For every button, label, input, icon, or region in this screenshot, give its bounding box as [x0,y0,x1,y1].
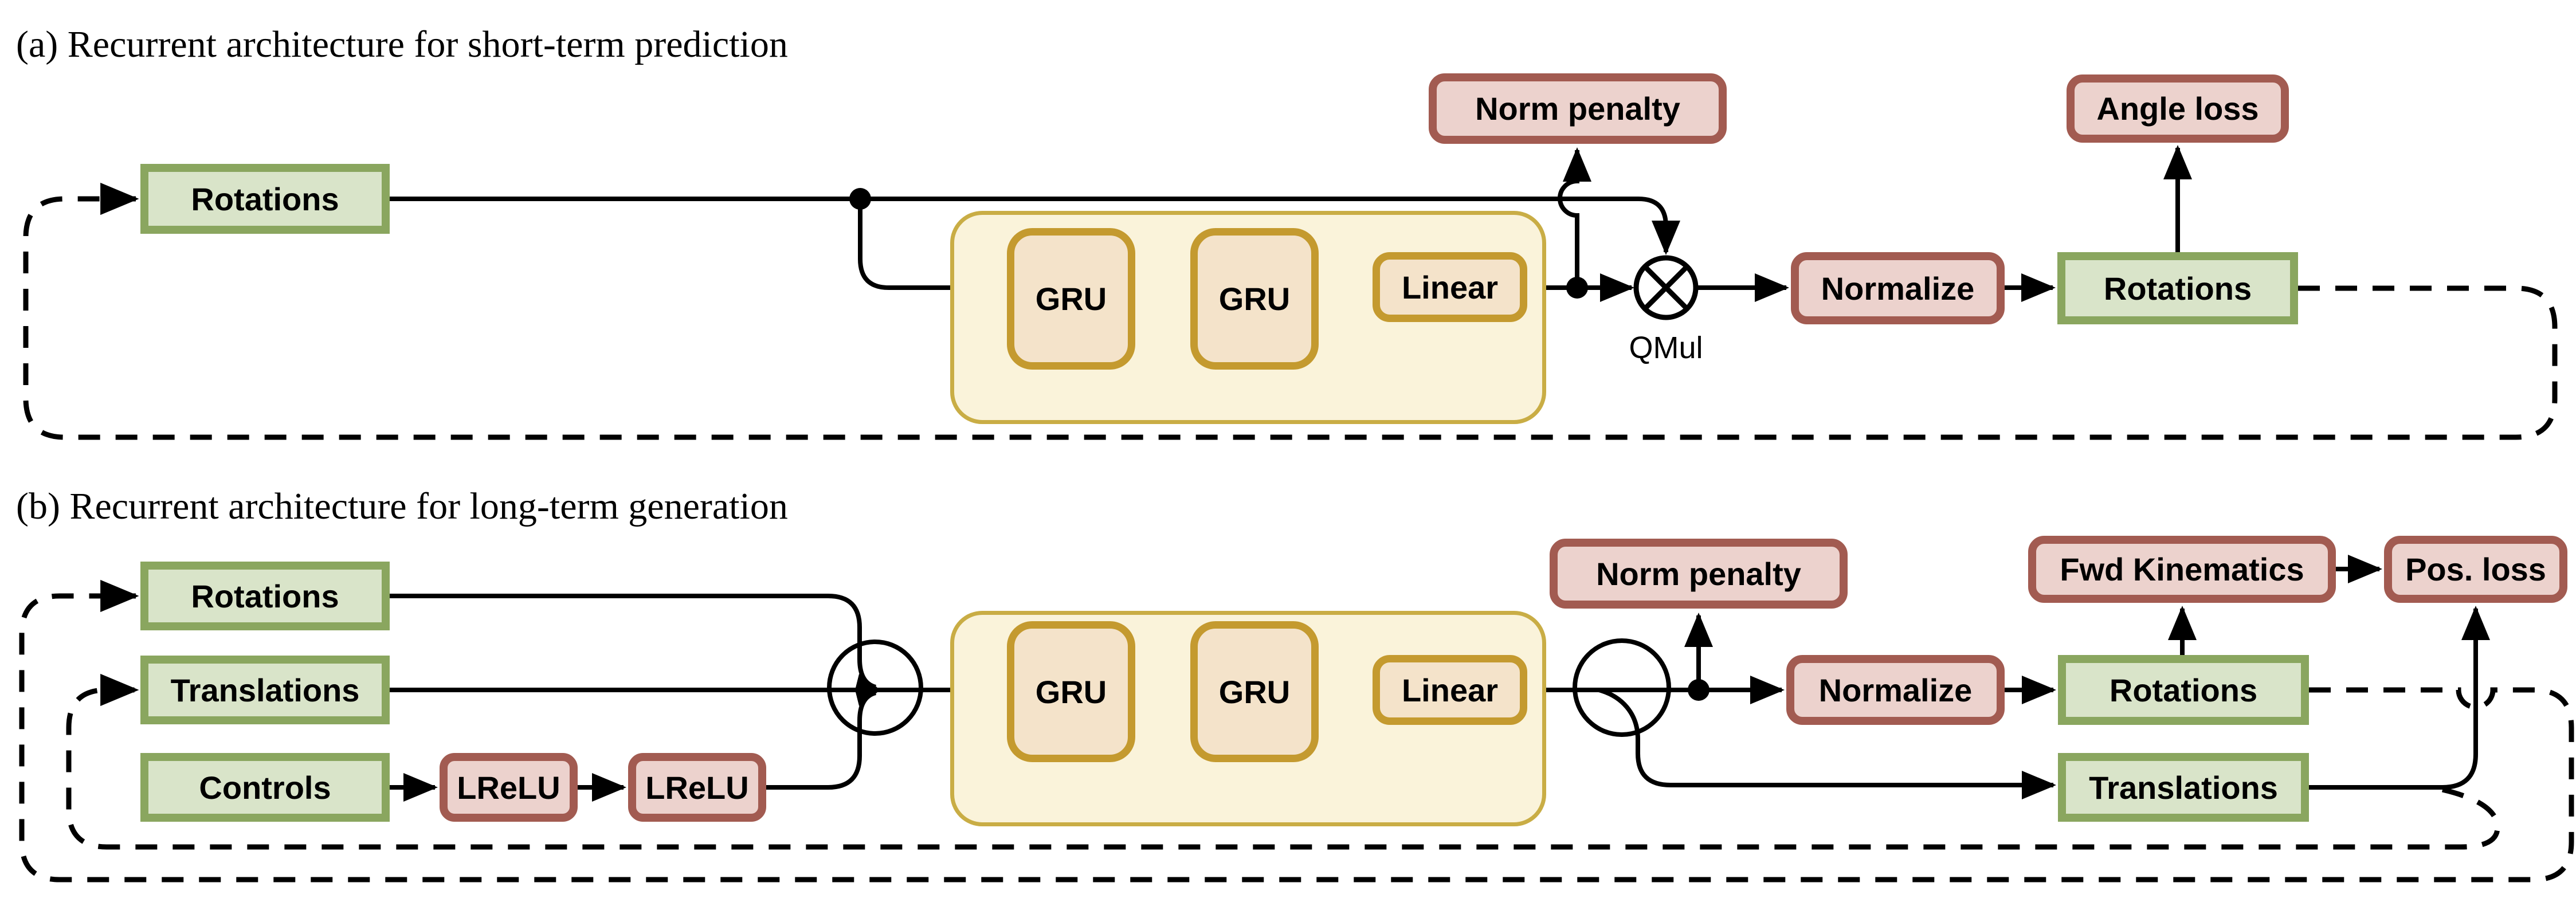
a-angle-loss-box: Angle loss [2067,74,2289,143]
qmul-label: QMul [1629,331,1703,365]
section-a-title: (a) Recurrent architecture for short-ter… [16,23,788,65]
a-linear-box: Linear [1373,252,1527,322]
b-wire-rotations-to-merge [390,594,877,691]
b-gru2-box: GRU [1190,621,1319,762]
a-junction-dot-1 [849,188,871,210]
b-rotations-input-box: Rotations [140,562,390,630]
b-translations-feedback-dashed [66,673,2500,850]
b-wire-split-to-translations [1598,688,2056,799]
a-wire-to-norm-penalty [1558,147,1591,288]
section-b-title: (b) Recurrent architecture for long-term… [16,485,788,527]
a-gru2-box: GRU [1190,228,1319,370]
a-rotations-input-box: Rotations [140,164,390,234]
a-wire-rotations-to-qmul [390,197,1680,255]
b-gru1-box: GRU [1007,621,1135,762]
b-lrelu2-box: LReLU [628,753,766,822]
b-wire-lrelu-to-merge [766,689,877,790]
b-lrelu1-box: LReLU [440,753,578,822]
a-gru1-box: GRU [1007,228,1135,370]
b-controls-box: Controls [140,753,390,822]
b-translations-input-box: Translations [140,656,390,724]
b-linear-box: Linear [1373,655,1527,725]
b-fwd-kinematics-box: Fwd Kinematics [2028,536,2336,603]
qmul-icon [1633,255,1699,320]
b-rotations-feedback-dashed [19,579,2574,882]
b-rotations-output-box: Rotations [2058,655,2309,725]
b-translations-output-box: Translations [2058,753,2309,822]
a-normalize-box: Normalize [1791,252,2005,324]
a-feedback-loop-dashed [23,182,2558,440]
a-rotations-output-box: Rotations [2057,252,2298,324]
a-wire-branch-to-gru [849,188,1005,302]
a-norm-penalty-box: Norm penalty [1429,73,1727,144]
b-normalize-box: Normalize [1786,655,2005,725]
b-pos-loss-box: Pos. loss [2384,536,2567,603]
b-wire-translations-to-posloss [2309,606,2490,790]
b-norm-penalty-box: Norm penalty [1550,539,1848,609]
